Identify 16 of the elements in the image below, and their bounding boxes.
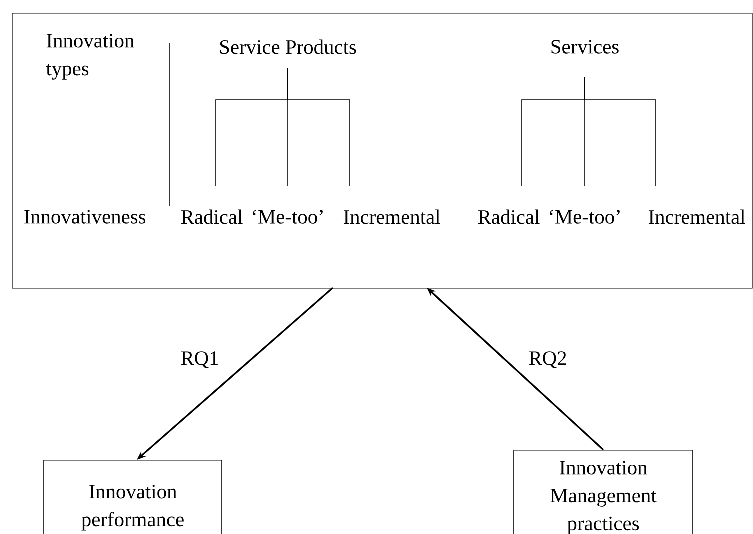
text-label: Incremental [344,210,440,224]
edge-label: RQ1 [180,350,220,370]
tree-line [288,68,350,186]
tree-line [584,76,656,186]
text-label: Services [552,40,619,54]
text-label: Service Products [220,40,356,54]
text-label: ‘Me-too’ [550,210,620,224]
edge-label: RQ2 [528,350,568,370]
text-label: ‘Me-too’ [253,210,323,224]
text-label: Innovativeness [24,210,146,224]
text-label: Radical [478,210,540,224]
text-label: Radical [181,210,243,224]
text-box: Innovation performance [44,460,222,534]
text-label: Incremental [648,210,746,224]
text-label: Innovation types [46,34,134,80]
frame-box [12,13,753,289]
